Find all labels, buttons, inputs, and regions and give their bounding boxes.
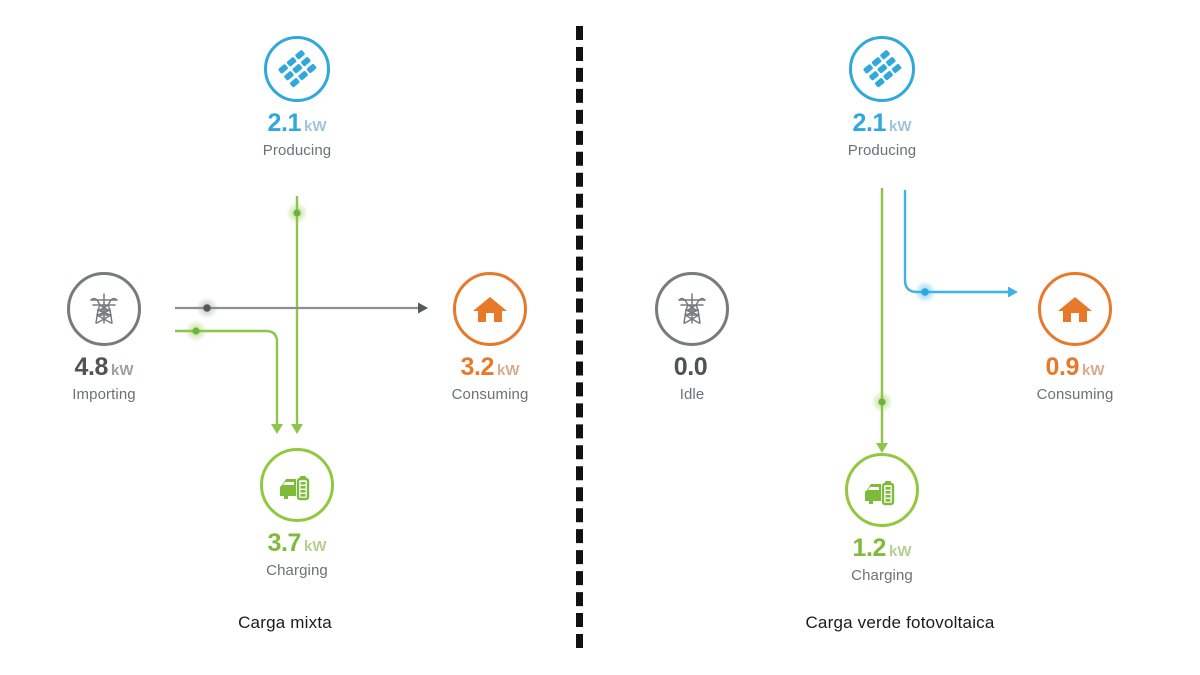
grid-value: 0.0	[673, 353, 708, 381]
house-value: 0.9	[1045, 353, 1080, 381]
panel-right-caption: Carga verde fotovoltaica	[805, 613, 995, 632]
house-unit: kW	[497, 362, 520, 379]
solar-panel-icon	[849, 36, 915, 102]
grid-unit: kW	[111, 362, 134, 379]
grid-value: 4.8	[74, 353, 109, 381]
ev-charging-icon	[845, 453, 919, 527]
house-icon	[1038, 272, 1112, 346]
transmission-tower-icon	[67, 272, 141, 346]
solar-panel-icon	[264, 36, 330, 102]
ev-charging-icon	[260, 448, 334, 522]
solar-status: Producing	[262, 142, 332, 159]
grid-status: Importing	[72, 386, 136, 403]
ev-status: Charging	[851, 567, 913, 584]
house-value: 3.2	[460, 353, 495, 381]
flow-grid-to-house	[175, 297, 428, 319]
house-status: Consuming	[451, 386, 529, 403]
ev-unit: kW	[889, 543, 912, 560]
ev-value: 1.2	[852, 534, 887, 562]
solar-status: Producing	[847, 142, 917, 159]
node-grid-right[interactable]: 0.0 Idle	[602, 272, 782, 403]
house-status: Consuming	[1036, 386, 1114, 403]
panel-left-caption: Carga mixta	[238, 613, 332, 632]
grid-value-row: 0.0	[602, 355, 782, 380]
ev-status: Charging	[266, 562, 328, 579]
ev-value: 3.7	[267, 529, 302, 557]
house-unit: kW	[1082, 362, 1105, 379]
solar-value: 2.1	[852, 109, 887, 137]
solar-unit: kW	[889, 118, 912, 135]
flow-solar-to-ev	[871, 188, 893, 453]
grid-status: Idle	[679, 386, 705, 403]
transmission-tower-icon	[655, 272, 729, 346]
flow-solar-to-ev	[286, 196, 308, 434]
ev-unit: kW	[304, 538, 327, 555]
solar-value: 2.1	[267, 109, 302, 137]
house-icon	[453, 272, 527, 346]
solar-unit: kW	[304, 118, 327, 135]
panel-divider	[576, 26, 583, 648]
